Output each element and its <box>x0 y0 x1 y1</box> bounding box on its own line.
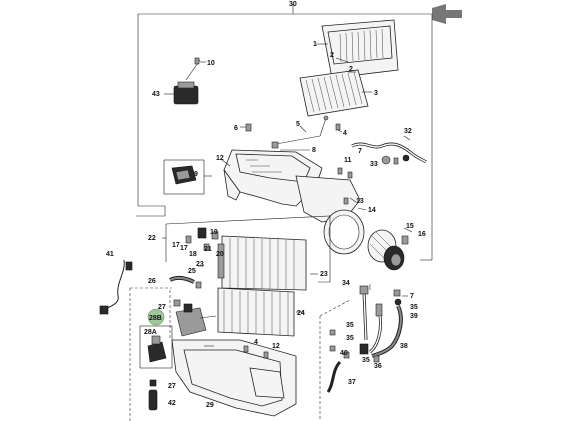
label-12a: 12 <box>216 155 224 162</box>
wire-harness-part <box>99 259 133 315</box>
label-35d: 35 <box>362 357 370 364</box>
label-32: 32 <box>404 128 412 135</box>
label-8: 8 <box>312 147 316 154</box>
sensor-rod-part <box>271 115 329 149</box>
label-2b: 2 <box>349 66 353 73</box>
refrigerant-lines-part <box>326 285 403 393</box>
leader-lines <box>164 43 413 347</box>
clip-part <box>381 155 399 165</box>
label-5: 5 <box>296 121 300 128</box>
label-11: 11 <box>344 157 352 164</box>
heater-group-frame <box>162 215 331 283</box>
label-7: 7 <box>358 148 362 155</box>
label-28a: 28A <box>144 329 157 336</box>
label-2a: 2 <box>330 52 334 59</box>
label-16: 16 <box>418 231 426 238</box>
screw-part <box>337 167 353 179</box>
label-13: 13 <box>356 198 364 205</box>
label-25: 25 <box>188 268 196 275</box>
next-arrow-icon[interactable] <box>432 4 462 24</box>
label-35b: 35 <box>346 322 354 329</box>
label-7b: 7 <box>410 293 414 300</box>
fittings-part <box>185 227 219 251</box>
assembly-frame <box>129 4 433 421</box>
label-27a: 27 <box>158 304 166 311</box>
drier-part <box>148 389 158 411</box>
label-17b: 17 <box>180 245 188 252</box>
sensor-module-part <box>173 59 201 105</box>
fan-ring-part <box>323 209 365 255</box>
heater-core-part <box>217 235 307 291</box>
lower-housing-part <box>171 339 297 417</box>
label-33: 33 <box>370 161 378 168</box>
screw-part <box>245 123 252 132</box>
fitting-part <box>149 299 181 387</box>
label-35c: 35 <box>346 335 354 342</box>
cabin-filter-part <box>299 69 369 117</box>
label-14: 14 <box>368 207 376 214</box>
filter-housing-part <box>321 19 399 79</box>
label-24: 24 <box>297 310 305 317</box>
actuator-part <box>163 159 205 195</box>
label-40: 40 <box>340 350 348 357</box>
label-3: 3 <box>374 90 378 97</box>
part-28a-box <box>139 325 173 369</box>
expansion-valve-part <box>175 303 217 337</box>
label-15: 15 <box>406 223 414 230</box>
label-assembly: 30 <box>289 1 297 8</box>
drain-hose-part <box>351 142 427 164</box>
label-10: 10 <box>207 60 215 67</box>
heater-hose-part <box>169 275 195 284</box>
clip-part <box>195 281 202 289</box>
label-42: 42 <box>168 400 176 407</box>
label-29: 29 <box>206 402 214 409</box>
label-17a: 17 <box>172 242 180 249</box>
label-23a: 23 <box>196 261 204 268</box>
highlight-marker[interactable] <box>147 308 165 326</box>
label-41: 41 <box>106 251 114 258</box>
label-36: 36 <box>374 363 382 370</box>
screw-part <box>343 197 349 205</box>
label-18: 18 <box>189 251 197 258</box>
label-19: 19 <box>210 229 218 236</box>
screw-part <box>243 345 269 359</box>
label-9: 9 <box>194 171 198 178</box>
label-22: 22 <box>148 235 156 242</box>
label-34: 34 <box>342 280 350 287</box>
blower-motor-part <box>367 229 409 271</box>
callout-labels: 30 1 2 2 3 10 43 6 5 4 32 8 7 11 33 12 9… <box>106 1 426 409</box>
label-37: 37 <box>348 379 356 386</box>
screw-part <box>335 123 341 131</box>
label-26: 26 <box>148 278 156 285</box>
label-12b: 12 <box>272 343 280 350</box>
label-39: 39 <box>410 313 418 320</box>
label-20: 20 <box>216 251 224 258</box>
screw-part <box>194 57 200 65</box>
label-4: 4 <box>343 130 347 137</box>
evaporator-core-part <box>217 287 295 337</box>
label-35a: 35 <box>410 304 418 311</box>
label-27b: 27 <box>168 383 176 390</box>
label-28b[interactable]: 28B <box>149 315 162 322</box>
label-23b: 23 <box>320 271 328 278</box>
label-43: 43 <box>152 91 160 98</box>
label-38: 38 <box>400 343 408 350</box>
label-21: 21 <box>204 246 212 253</box>
label-1: 1 <box>313 41 317 48</box>
label-4b: 4 <box>254 339 258 346</box>
label-6: 6 <box>234 125 238 132</box>
